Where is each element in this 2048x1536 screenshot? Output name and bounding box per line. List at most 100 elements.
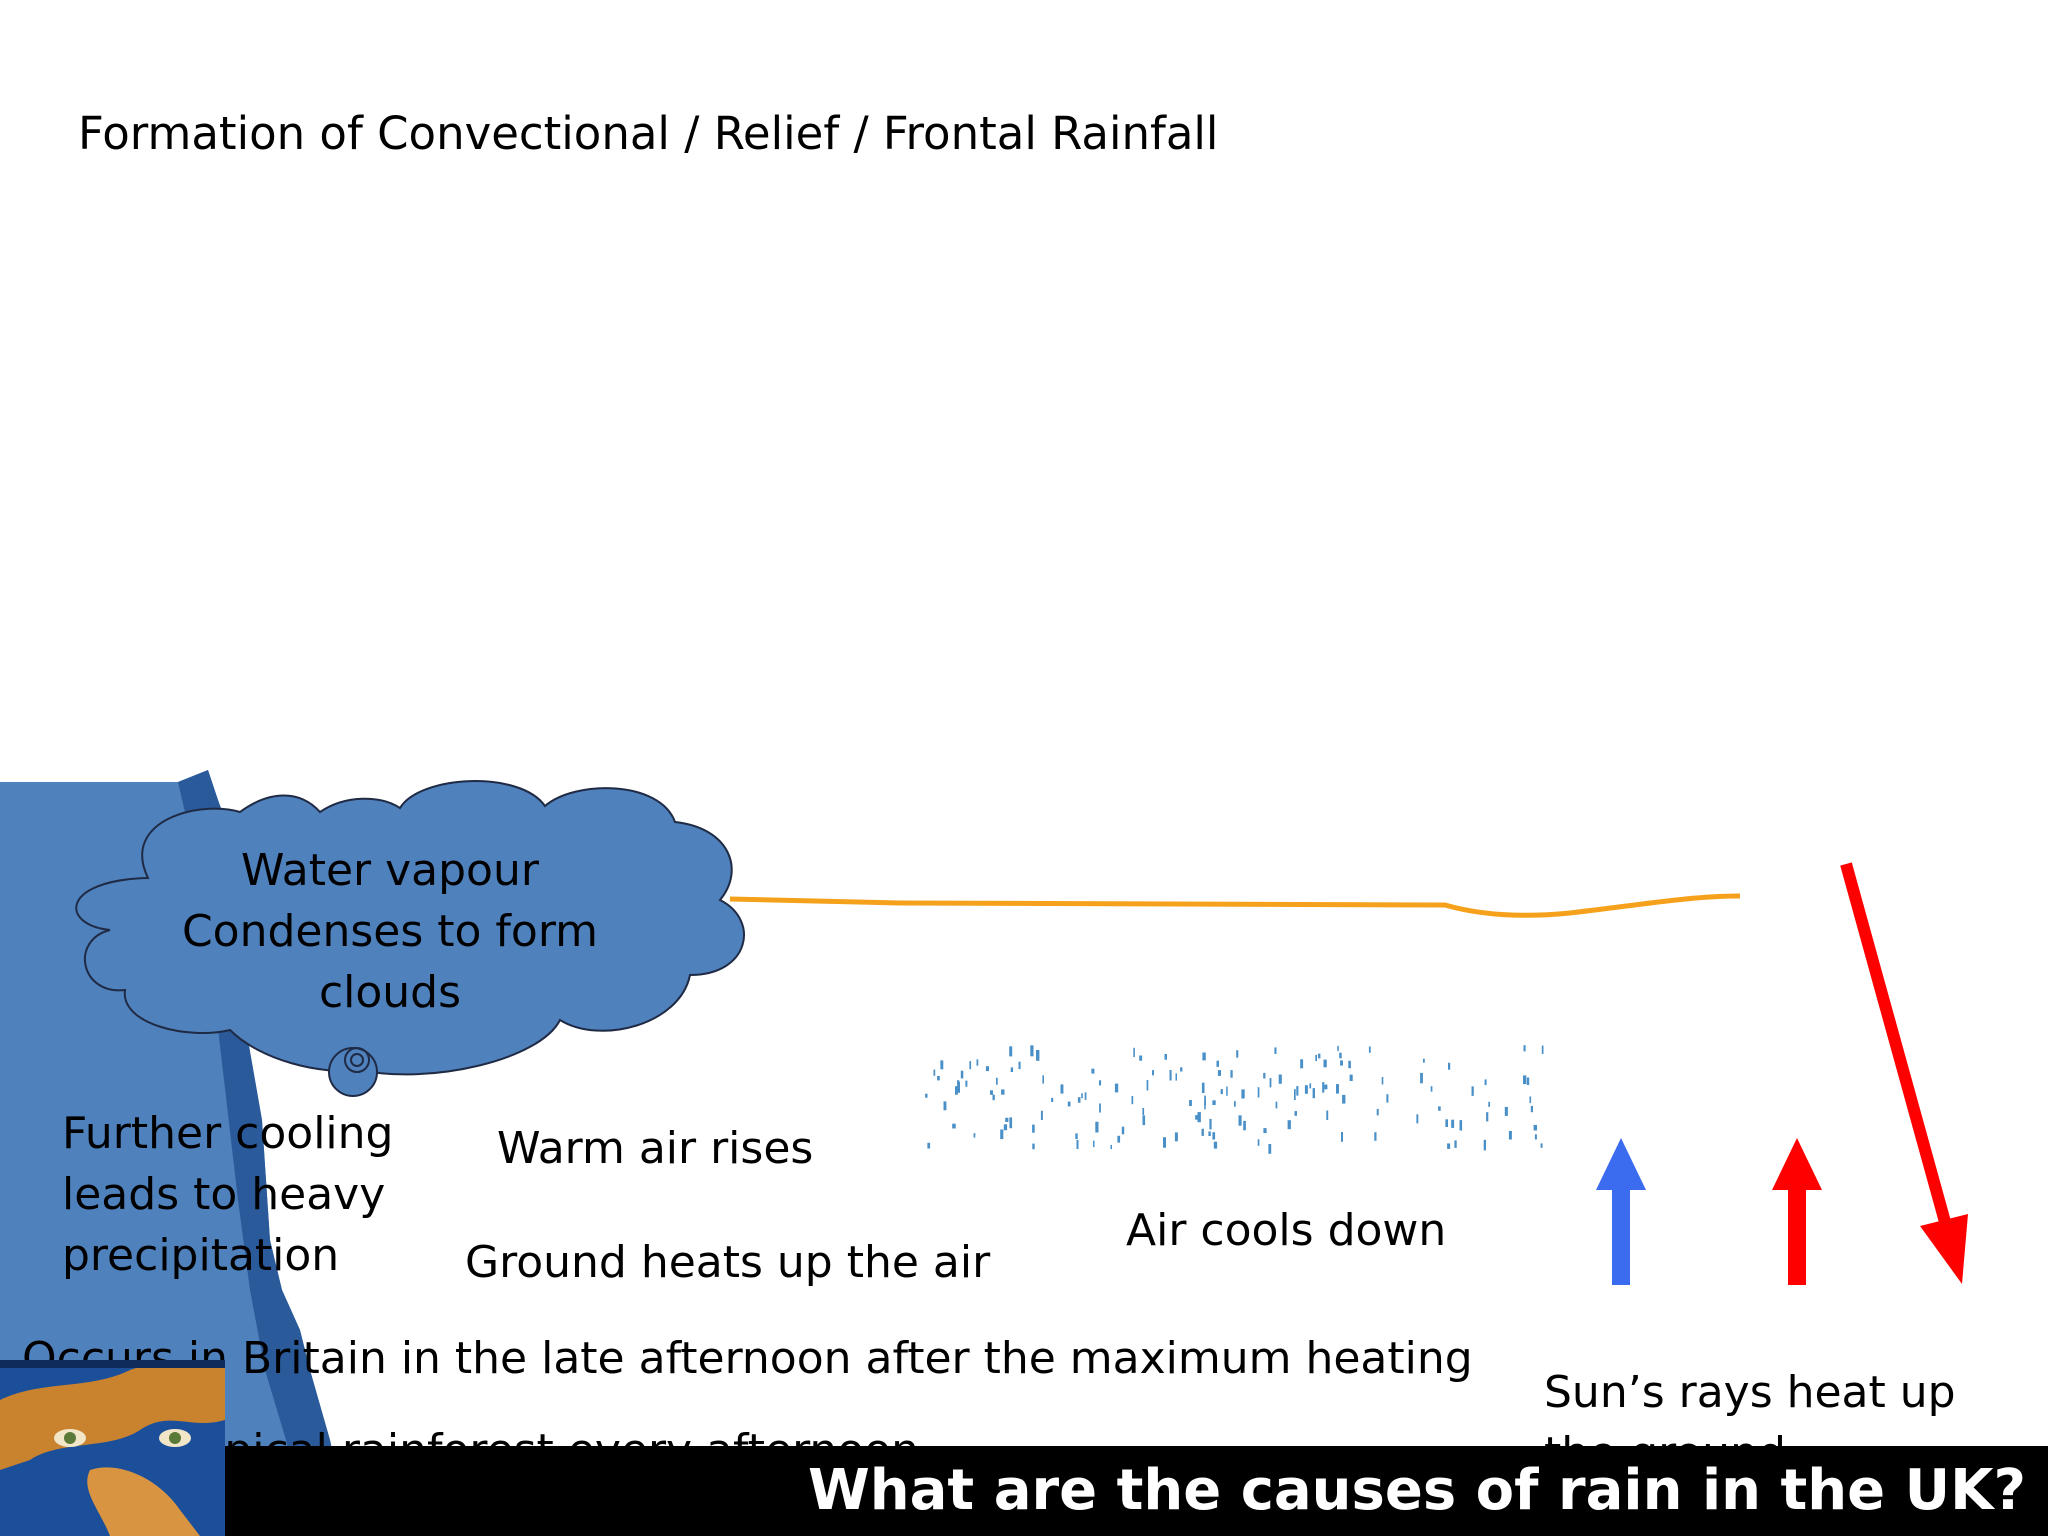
cloud-label: Water vapour Condenses to form clouds [181,845,599,1018]
rain-drop [1322,1082,1325,1093]
rain-drop [1326,1110,1329,1120]
rain-drop [957,1080,960,1091]
rain-drop [1318,1053,1321,1059]
rain-drop [990,1090,993,1095]
rain-drop [1175,1073,1177,1081]
rain-drop [1459,1120,1463,1131]
rain-drop [1275,1101,1278,1109]
rain-drop [1296,1086,1299,1096]
rain-drop [1095,1121,1099,1133]
rain-drop [1010,1067,1014,1072]
rain-drop [1471,1086,1474,1096]
rain-drop [1508,1131,1512,1140]
rain-drop [1323,1059,1327,1068]
rain-drop [1003,1124,1008,1131]
rain-drop [1009,1046,1013,1057]
rain-drop [1348,1060,1351,1069]
rain-drop [1523,1075,1527,1085]
rain-drop [965,1080,968,1087]
rain-drop [955,1086,958,1095]
rain-drop [1091,1068,1095,1074]
rain-drop [1093,1140,1095,1148]
rain-drop [1081,1093,1083,1099]
rain-drop [1368,1046,1371,1053]
rain-drop [1204,1099,1206,1110]
rain-drop [1208,1131,1211,1136]
footer-bar [0,1446,2048,1536]
ground-heats-label: Ground heats up the air [465,1237,991,1288]
rain-drop [1374,1132,1377,1141]
rain-drop [985,1066,989,1072]
rain-drop [960,1070,964,1079]
rain-drop [1117,1135,1121,1143]
rain-drop [1230,1070,1233,1078]
rain-drop [1312,1088,1315,1099]
rain-drop [1114,1083,1119,1093]
rain-drop [1142,1115,1146,1126]
rain-drop [1349,1074,1353,1081]
rain-drop [1534,1134,1537,1140]
footer-title: What are the causes of rain in the UK? [808,1458,2026,1523]
rain-drop [1139,1055,1143,1061]
rain-drop [1180,1067,1183,1072]
rain-drop [1342,1094,1346,1104]
rain-drop [1263,1128,1267,1134]
rain-drop [1341,1132,1343,1142]
rain-drop [1195,1115,1199,1120]
rain-drop [1274,1047,1277,1054]
warm-air-rises-label: Warm air rises [497,1123,814,1174]
rain-drop [1451,1119,1455,1128]
rain-drop [1486,1112,1489,1122]
cloud-bubble-tiny [350,1053,364,1067]
rain-drop [1213,1141,1218,1149]
rain-drop [1099,1080,1102,1086]
rain-drop [1142,1108,1145,1116]
rain-drop [1001,1089,1005,1095]
rain-drop [1075,1133,1078,1140]
rain-drop [1268,1144,1272,1154]
rain-drop [1315,1054,1317,1061]
rain-drop [1294,1111,1297,1116]
rain-drop [1234,1101,1236,1107]
horizon-line [729,893,1741,918]
rain-drop [1423,1058,1425,1063]
rain-drop [1236,1050,1239,1058]
rain-drop [1484,1079,1487,1086]
rain-drop [1152,1070,1154,1076]
rain-drop [1036,1050,1040,1061]
rain-drop [937,1076,940,1081]
rain-drop [1163,1137,1166,1148]
rain-drop [1164,1054,1167,1060]
blue-up-arrow [1596,1138,1646,1285]
rain-drop [1339,1052,1342,1059]
rain-drop [1030,1045,1034,1057]
rain-drop [1005,1117,1009,1122]
rain-drop [1541,1045,1544,1054]
occurs-britain-label: Occurs in Britain in the late afternoon … [22,1333,1473,1384]
rain-drop [1238,1115,1242,1126]
rain-drop [1060,1084,1064,1094]
rain-drop [1209,1118,1212,1130]
rain-drop [1174,1132,1178,1142]
thought-cloud [75,780,745,1076]
rain-drop [1189,1100,1192,1106]
red-down-arrow [1840,862,1968,1284]
rain-drop [1324,1084,1328,1090]
rain-drop [925,1093,928,1098]
rain-drop [1386,1094,1389,1103]
rain-drop [1084,1092,1087,1100]
rain-drop [1287,1120,1291,1130]
rain-drop [1032,1143,1035,1150]
rain-drop [1447,1143,1451,1149]
rain-drop [1220,1089,1223,1095]
air-cools-label: Air cools down [1126,1205,1447,1256]
rain-drop [1530,1105,1533,1113]
rain-drop [1504,1106,1508,1116]
rain-drop [927,1142,931,1149]
rain-drop [1278,1074,1282,1084]
rain-drops [925,1045,1544,1154]
rain-drop [1099,1103,1101,1113]
rain-drop [1445,1119,1448,1127]
rain-drop [1420,1072,1423,1084]
rain-drop [1009,1117,1013,1129]
